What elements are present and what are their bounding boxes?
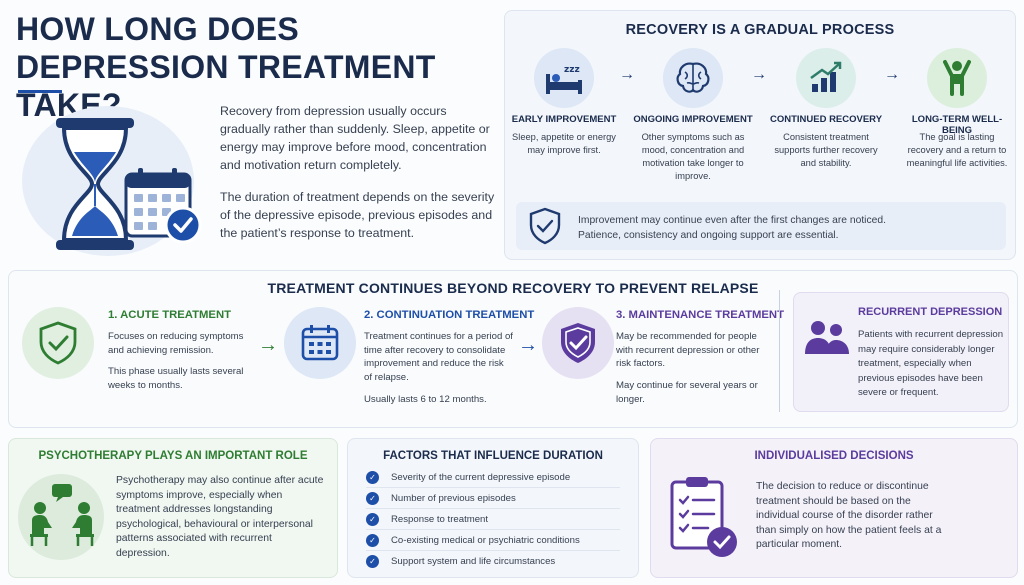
recurrent-title: RECURRENT DEPRESSION [858, 306, 1003, 318]
factor-label: Number of previous episodes [391, 492, 516, 504]
arrow-right-icon: → [884, 66, 900, 83]
psychotherapy-text: Psychotherapy may also continue after ac… [116, 475, 324, 559]
factor-label: Support system and life circumstances [391, 556, 556, 567]
recovery-note-text: Improvement may continue even after the … [578, 213, 998, 243]
phase-title-continuation: 2. CONTINUATION TREATMENT [364, 309, 535, 321]
recurrent-text: Patients with recurrent depression may r… [858, 329, 1004, 398]
phase-title-maintenance: 3. MAINTENANCE TREATMENT [616, 309, 784, 321]
factors-title: FACTORS THAT INFLUENCE DURATION [383, 450, 603, 462]
phase-duration-continuation: Usually lasts 6 to 12 months. [364, 394, 487, 405]
checkmark-badge-icon [164, 206, 202, 244]
shield-check-icon [542, 307, 614, 379]
phase-text-acute: Focuses on reducing symptoms and achievi… [108, 331, 244, 356]
individualised-text: The decision to reduce or discontinue tr… [756, 481, 942, 551]
check-icon: ✓ [366, 491, 379, 505]
phase-duration-acute: This phase usually lasts several weeks t… [108, 366, 244, 391]
people-icon [805, 321, 849, 354]
rising-chart-icon [796, 48, 856, 108]
calendar-icon [124, 168, 192, 238]
arrow-right-icon: → [258, 334, 278, 356]
step-title-ongoing: ONGOING IMPROVEMENT [633, 114, 753, 125]
person-raised-arms-icon [927, 48, 987, 108]
step-text-continued: Consistent treatment supports further re… [774, 132, 878, 168]
title-underline [18, 90, 62, 93]
shield-check-icon [529, 207, 561, 245]
check-icon: ✓ [366, 470, 379, 484]
arrow-right-icon: → [751, 66, 767, 83]
intro-paragraph-1: Recovery from depression usually occurs … [220, 104, 490, 172]
step-title-early: EARLY IMPROVEMENT [511, 114, 617, 125]
phase-text-continuation: Treatment continues for a period of time… [364, 331, 513, 383]
intro-paragraph-2: The duration of treatment depends on the… [220, 190, 495, 240]
shield-check-icon [22, 307, 94, 379]
clipboard-checklist-icon [670, 477, 737, 557]
list-item: ✓ Number of previous episodes [366, 488, 620, 509]
recovery-heading: RECOVERY IS A GRADUAL PROCESS [625, 22, 895, 38]
list-item: ✓ Severity of the current depressive epis… [366, 467, 620, 488]
recovery-note-line-1: Improvement may continue even after the … [578, 215, 886, 226]
recovery-note-box [516, 202, 1006, 250]
hourglass-icon [56, 118, 134, 250]
vertical-divider [779, 290, 780, 412]
calendar-icon [284, 307, 356, 379]
page-title: HOW LONG DOES DEPRESSION TREATMENT TAKE? [16, 11, 436, 123]
brain-icon [663, 48, 723, 108]
factor-label: Co-existing medical or psychiatric condi… [391, 534, 580, 546]
check-icon: ✓ [366, 533, 379, 547]
step-text-ongoing: Other symptoms such as mood, concentrati… [641, 132, 745, 181]
step-title-continued: CONTINUED RECOVERY [769, 114, 883, 125]
step-title-long-term: LONG-TERM WELL-BEING [911, 114, 1003, 136]
phase-text-maintenance: May be recommended for people with recur… [616, 331, 760, 369]
svg-text:zzz: zzz [564, 65, 580, 75]
list-item: ✓ Support system and life circumstances [366, 551, 620, 572]
factor-label: Response to treatment [391, 513, 489, 525]
factor-label: Severity of the current depressive episo… [391, 471, 571, 483]
recovery-note-line-2: Patience, consistency and ongoing suppor… [578, 230, 839, 241]
step-text-early: Sleep, appetite or energy may improve fi… [512, 132, 616, 155]
treatment-heading: TREATMENT CONTINUES BEYOND RECOVERY TO P… [267, 280, 759, 296]
individualised-title: INDIVIDUALISED DECISIONS [754, 450, 914, 462]
phase-title-acute: 1. ACUTE TREATMENT [108, 309, 232, 321]
list-item: ✓ Co-existing medical or psychiatric cond… [366, 530, 620, 551]
arrow-right-icon: → [619, 66, 635, 83]
psychotherapy-title: PSYCHOTHERAPY PLAYS AN IMPORTANT ROLE [38, 450, 308, 462]
arrow-right-icon: → [518, 334, 538, 356]
therapy-conversation-icon [30, 484, 94, 546]
check-icon: ✓ [366, 555, 379, 568]
sleeping-bed-icon: zzz [534, 48, 594, 108]
step-text-long-term: The goal is lasting recovery and a retur… [906, 132, 1008, 168]
list-item: ✓ Response to treatment [366, 509, 620, 530]
check-icon: ✓ [366, 512, 379, 526]
phase-duration-maintenance: May continue for several years or longer… [616, 380, 758, 405]
